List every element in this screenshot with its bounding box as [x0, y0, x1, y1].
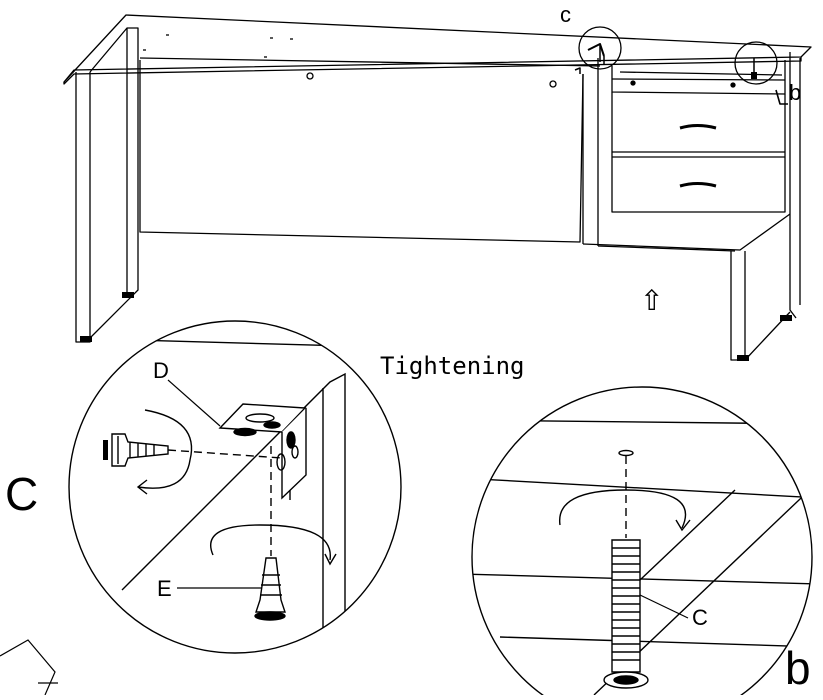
- detail-b: [471, 386, 813, 700]
- label-part-e: E: [157, 576, 172, 601]
- rotation-arrow-icon: [210, 524, 331, 561]
- desk: [63, 14, 812, 361]
- detail-c: [68, 320, 402, 654]
- label-part-c: C: [692, 605, 708, 630]
- pedestal: [582, 52, 801, 319]
- label-b-marker: b: [789, 80, 801, 105]
- detail-marker-c: [574, 26, 622, 74]
- label-detail-c: C: [5, 468, 38, 520]
- rotation-arrow-icon: [559, 489, 687, 529]
- right-leg: [730, 251, 792, 361]
- partial-panel-corner: [0, 639, 58, 696]
- modesty-panel: [139, 34, 584, 243]
- label-detail-b: b: [785, 642, 811, 694]
- label-c-marker: c: [560, 2, 571, 27]
- label-tightening: Tightening: [380, 352, 525, 380]
- rotation-arrow-icon: [137, 409, 193, 489]
- detail-marker-b: [734, 41, 778, 85]
- left-leg: [75, 27, 139, 343]
- desk-top: [63, 14, 812, 85]
- up-arrow-icon: ⇧: [640, 285, 663, 316]
- label-part-d: D: [153, 358, 169, 383]
